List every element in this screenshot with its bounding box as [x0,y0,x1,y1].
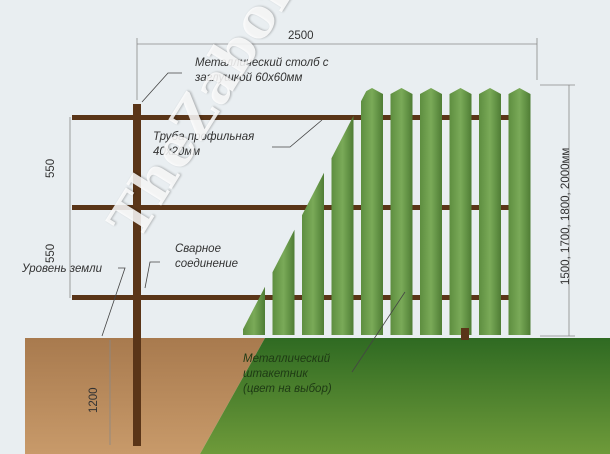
post-label-line2: заглушкой 60х60мм [195,72,303,84]
depth-dimension: 1200 [88,387,100,413]
soil-section [25,338,265,454]
pipe-label-line2: 40х20мм [153,146,201,158]
height-dimension: 1500, 1700, 1800, 2000мм [560,147,572,285]
picket [508,88,531,335]
picket [479,88,501,335]
picket [361,88,383,335]
metal-post [133,104,141,446]
weld-label: Сварное соединение [175,242,238,272]
picket [272,88,295,335]
picket [331,88,354,335]
picket [449,88,472,335]
picket [302,88,324,335]
weld-label-line2: соединение [175,258,239,270]
pipe-label-line1: Труба профильная [153,131,255,143]
rail-top [72,115,512,120]
picket-label: Металлический штакетник (цвет на выбор) [243,352,332,397]
dimension-lines [69,38,575,445]
post-label-line1: Металлический столб с [195,57,329,69]
pipe-label: Труба профильная 40х20мм [153,130,254,160]
leader-lines [101,72,406,373]
ground-level-label: Уровень земли [22,263,102,275]
picket [420,88,442,335]
picket-label-line1: Металлический [243,353,331,365]
rail-middle [72,205,512,210]
picket-label-line2: штакетник [243,368,308,380]
end-post-stub [461,328,469,340]
weld-label-line1: Сварное [175,243,221,255]
width-dimension: 2500 [288,30,314,42]
post-label: Металлический столб с заглушкой 60х60мм [195,56,329,86]
rail-gap-top-dimension: 550 [45,158,57,178]
picket-label-line3: (цвет на выбор) [243,383,332,395]
picket [390,88,413,335]
grass-area [200,338,610,454]
rail-gap-bottom-dimension: 550 [45,243,57,263]
